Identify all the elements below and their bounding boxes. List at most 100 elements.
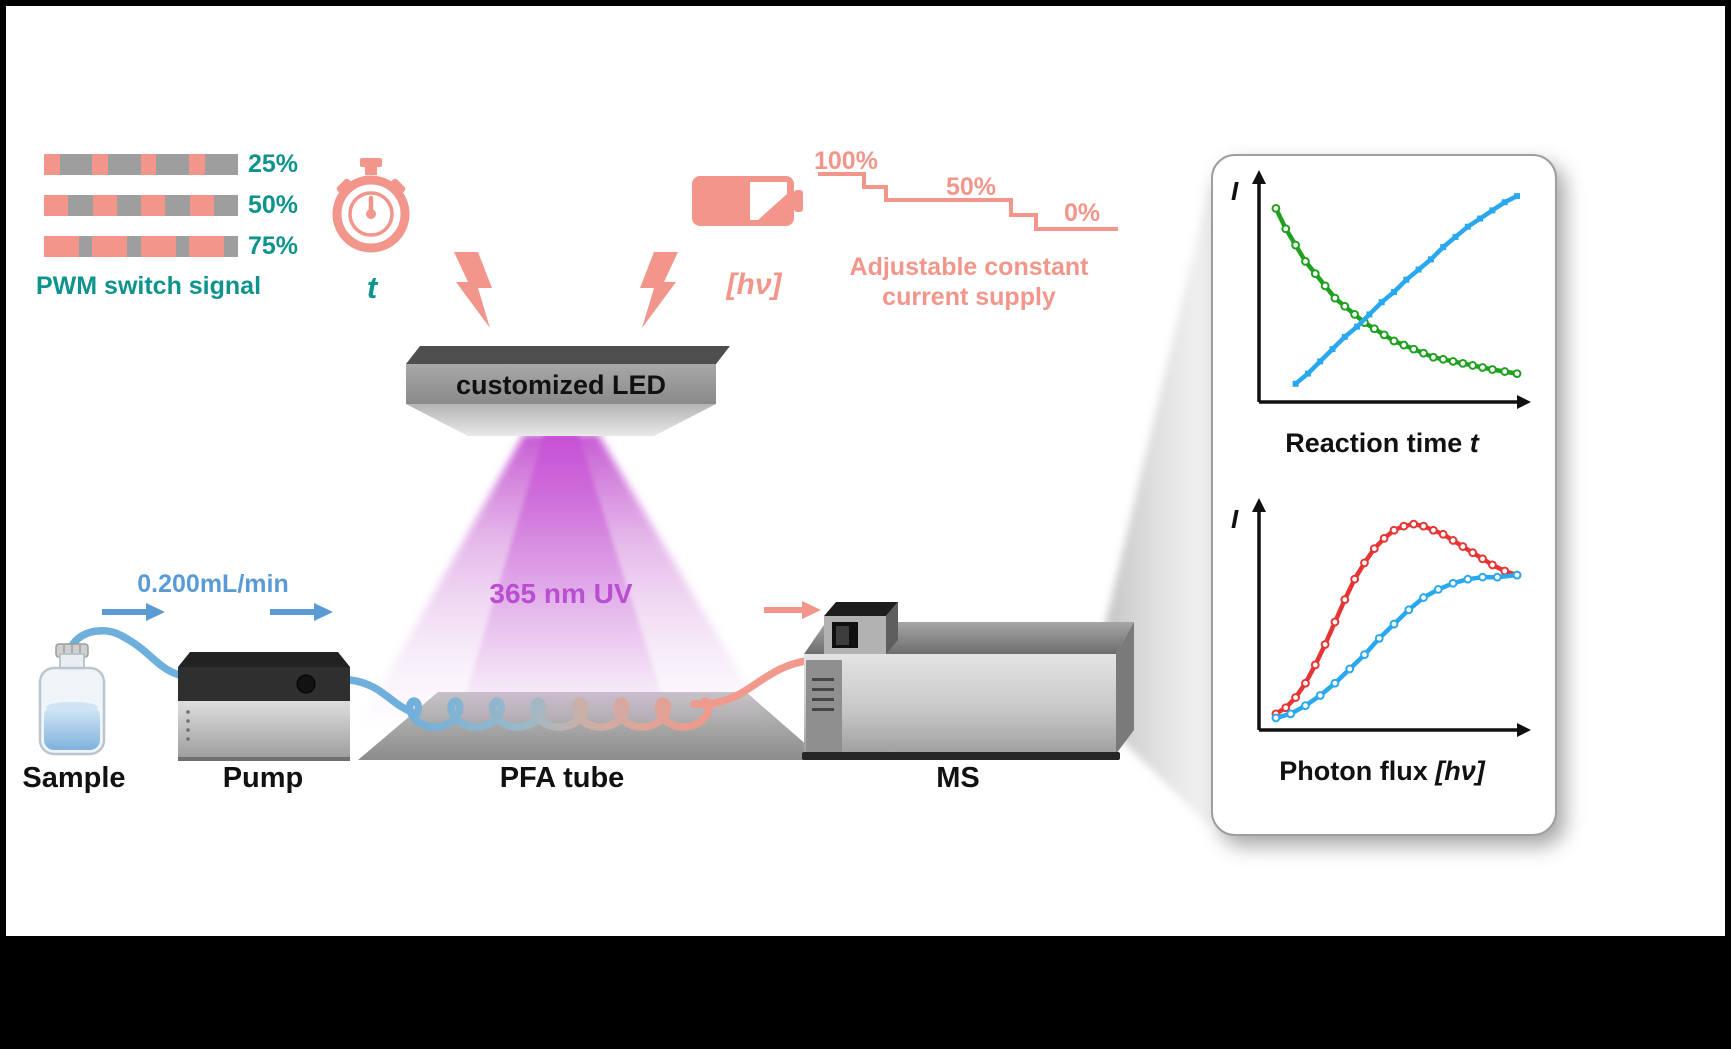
uv-light-cone bbox=[362, 434, 768, 720]
chart-marker bbox=[1428, 352, 1438, 362]
time-variable-label: t bbox=[366, 270, 378, 305]
chart-marker bbox=[1448, 578, 1458, 588]
pwm-off-segment bbox=[78, 236, 93, 257]
photon-flux-chart-title: Photon flux [hν] bbox=[1211, 756, 1553, 787]
chart-marker bbox=[1478, 554, 1487, 564]
pwm-on-segment bbox=[189, 154, 205, 175]
chart-marker bbox=[1301, 678, 1310, 688]
chart-marker bbox=[1286, 709, 1296, 719]
pwm-off-segment bbox=[224, 236, 238, 257]
chart-marker bbox=[1438, 529, 1448, 539]
chart-marker bbox=[1501, 199, 1508, 206]
pwm-off-segment bbox=[108, 154, 141, 175]
chart-marker bbox=[1409, 519, 1419, 529]
chart-marker bbox=[1329, 346, 1336, 353]
led-module bbox=[406, 346, 730, 436]
chart-marker bbox=[1399, 521, 1409, 531]
chart-marker bbox=[1345, 664, 1355, 674]
pwm-off-segment bbox=[68, 195, 93, 216]
pwm-signal-bar-25 bbox=[44, 154, 238, 175]
chart-marker bbox=[1350, 310, 1360, 319]
chart-marker bbox=[1369, 544, 1379, 553]
chart-marker bbox=[1477, 215, 1484, 222]
chart-marker bbox=[1304, 370, 1311, 377]
chart-marker bbox=[1492, 572, 1502, 582]
stopwatch-icon bbox=[332, 158, 410, 253]
chart-marker bbox=[1330, 678, 1340, 688]
flow-arrow-icon bbox=[270, 603, 333, 621]
chart-marker bbox=[1409, 344, 1419, 354]
chart-marker bbox=[1419, 593, 1428, 602]
chart-marker bbox=[1389, 336, 1399, 346]
pwm-duty-label-75: 75% bbox=[248, 232, 299, 260]
pwm-off-segment bbox=[204, 154, 238, 175]
chart-marker bbox=[1389, 525, 1399, 535]
chart-marker bbox=[1378, 299, 1385, 306]
chart-marker bbox=[1468, 548, 1478, 558]
flow-arrow-icon bbox=[764, 601, 821, 619]
chart-marker bbox=[1419, 348, 1428, 358]
chart-marker bbox=[1292, 380, 1299, 387]
pwm-on-segment bbox=[189, 195, 214, 216]
chart-marker bbox=[1488, 365, 1497, 374]
chart-title-text: Photon flux bbox=[1279, 756, 1436, 786]
chart-title-text: Reaction time bbox=[1285, 428, 1470, 458]
ms-device bbox=[802, 602, 1134, 760]
chart-marker bbox=[1315, 691, 1325, 700]
chart-marker bbox=[1291, 693, 1300, 702]
chart-title-variable: t bbox=[1469, 428, 1479, 458]
photon-flux-chart: I bbox=[1231, 498, 1531, 737]
chart-marker bbox=[1391, 289, 1397, 295]
pwm-duty-label-50: 50% bbox=[248, 191, 299, 219]
pfa-tube-label: PFA tube bbox=[499, 762, 625, 794]
chart-marker bbox=[1488, 560, 1497, 570]
chart-marker bbox=[1291, 240, 1300, 250]
diagram-graphics bbox=[38, 158, 1211, 828]
chart-marker bbox=[1271, 713, 1281, 723]
chart-marker bbox=[1440, 244, 1447, 251]
chart-marker bbox=[1448, 536, 1458, 545]
y-axis-arrow bbox=[1252, 170, 1266, 184]
pwm-off-segment bbox=[156, 154, 190, 175]
chart-marker bbox=[1320, 640, 1330, 649]
chart-marker bbox=[1448, 356, 1458, 366]
chart-marker bbox=[1512, 570, 1522, 580]
led-label: customized LED bbox=[455, 370, 667, 400]
chart-marker bbox=[1452, 233, 1459, 240]
y-axis-arrow bbox=[1252, 498, 1266, 512]
pwm-on-segment bbox=[92, 236, 128, 257]
chart-marker bbox=[1458, 359, 1468, 368]
chart-marker bbox=[1464, 223, 1471, 230]
flow-arrow-icon bbox=[102, 603, 165, 621]
chart-marker bbox=[1330, 293, 1340, 303]
pwm-off-segment bbox=[127, 236, 141, 257]
chart-marker bbox=[1301, 257, 1310, 266]
chart-marker bbox=[1458, 542, 1468, 551]
chart-marker bbox=[1478, 363, 1487, 372]
supply-step-0: 0% bbox=[1064, 199, 1101, 227]
sample-label: Sample bbox=[22, 762, 126, 794]
supply-step-50: 50% bbox=[946, 173, 997, 201]
x-axis-arrow bbox=[1517, 395, 1531, 409]
pwm-on-segment bbox=[92, 154, 108, 175]
chart-marker bbox=[1340, 595, 1350, 604]
pwm-on-segment bbox=[189, 236, 225, 257]
chart-marker bbox=[1350, 574, 1360, 584]
pwm-signal-bar-50 bbox=[44, 195, 238, 216]
chart-marker bbox=[1403, 276, 1410, 283]
pwm-off-segment bbox=[213, 195, 238, 216]
chart-marker bbox=[1463, 574, 1473, 584]
pwm-signal-bar-75 bbox=[44, 236, 238, 257]
chart-marker bbox=[1399, 340, 1409, 350]
chart-marker bbox=[1512, 369, 1522, 379]
chart-marker bbox=[1514, 193, 1520, 200]
chart-marker bbox=[1320, 281, 1330, 291]
pwm-title: PWM switch signal bbox=[36, 272, 262, 300]
chart-marker bbox=[1428, 525, 1438, 535]
chart-marker bbox=[1369, 324, 1379, 334]
ms-label: MS bbox=[936, 762, 980, 794]
pwm-on-segment bbox=[44, 236, 79, 257]
chart-marker bbox=[1433, 585, 1443, 594]
chart-marker bbox=[1500, 566, 1510, 576]
